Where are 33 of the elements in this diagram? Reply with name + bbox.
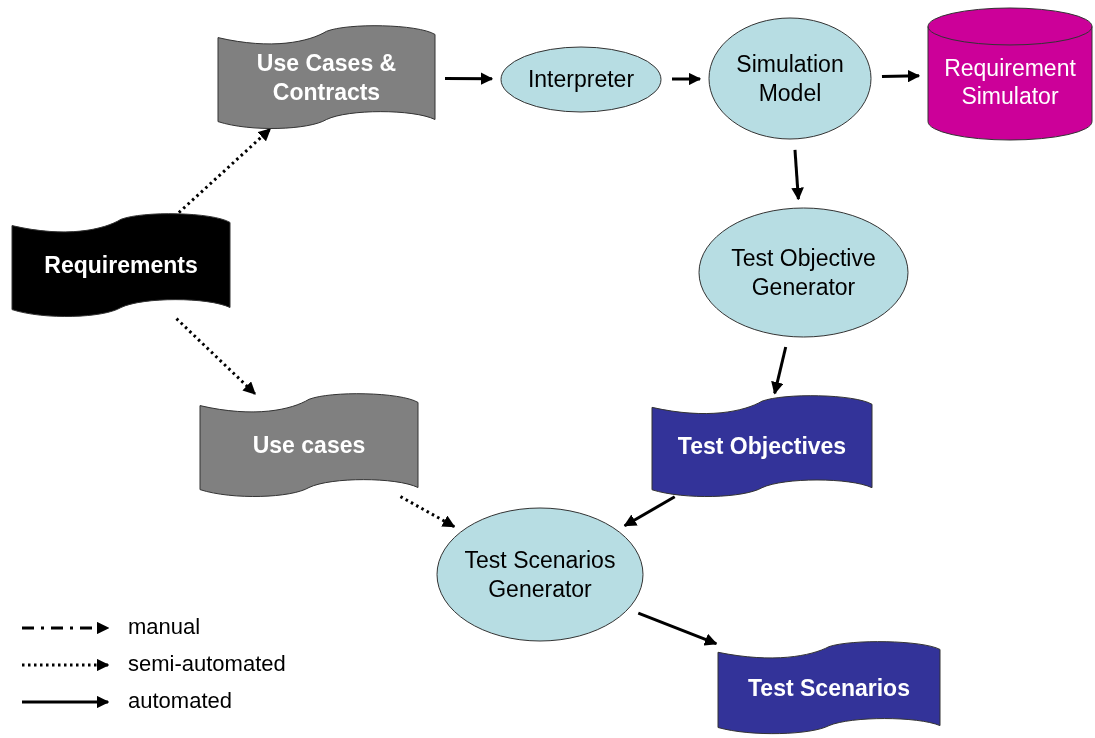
arrow bbox=[791, 149, 804, 201]
document-shape bbox=[218, 25, 435, 130]
node-label: Test Objective Generator bbox=[730, 244, 877, 301]
process-ellipse bbox=[500, 46, 662, 113]
arrow bbox=[881, 69, 921, 83]
legend-label: manual bbox=[128, 614, 201, 640]
legend-label: semi-automated bbox=[128, 651, 286, 677]
node-label: Requirements bbox=[44, 251, 198, 280]
process-ellipse bbox=[708, 17, 872, 140]
arrow bbox=[399, 495, 456, 528]
document-shape bbox=[718, 641, 940, 735]
arrow bbox=[175, 317, 256, 395]
document-shape bbox=[200, 393, 418, 498]
database-cylinder bbox=[927, 8, 1093, 140]
node-label: Interpreter bbox=[527, 65, 635, 94]
node-label: Use Cases & Contracts bbox=[255, 49, 398, 106]
node-label: Test Objectives bbox=[677, 432, 847, 461]
node-label: Test Scenarios bbox=[748, 673, 910, 702]
process-ellipse bbox=[698, 207, 909, 338]
arrow bbox=[177, 128, 272, 214]
legend-label: automated bbox=[128, 688, 232, 714]
node-label: Test Scenarios Generator bbox=[463, 546, 617, 603]
arrow bbox=[671, 72, 702, 86]
document-shape bbox=[12, 213, 230, 318]
node-label: Simulation Model bbox=[735, 50, 845, 107]
document-shape bbox=[652, 395, 872, 498]
arrow bbox=[445, 72, 494, 85]
node-label: Use cases bbox=[252, 431, 366, 460]
arrow bbox=[623, 495, 676, 527]
process-ellipse bbox=[436, 507, 644, 642]
arrow bbox=[637, 611, 718, 646]
node-label: Requirement Simulator bbox=[943, 53, 1077, 111]
arrow bbox=[771, 346, 788, 395]
